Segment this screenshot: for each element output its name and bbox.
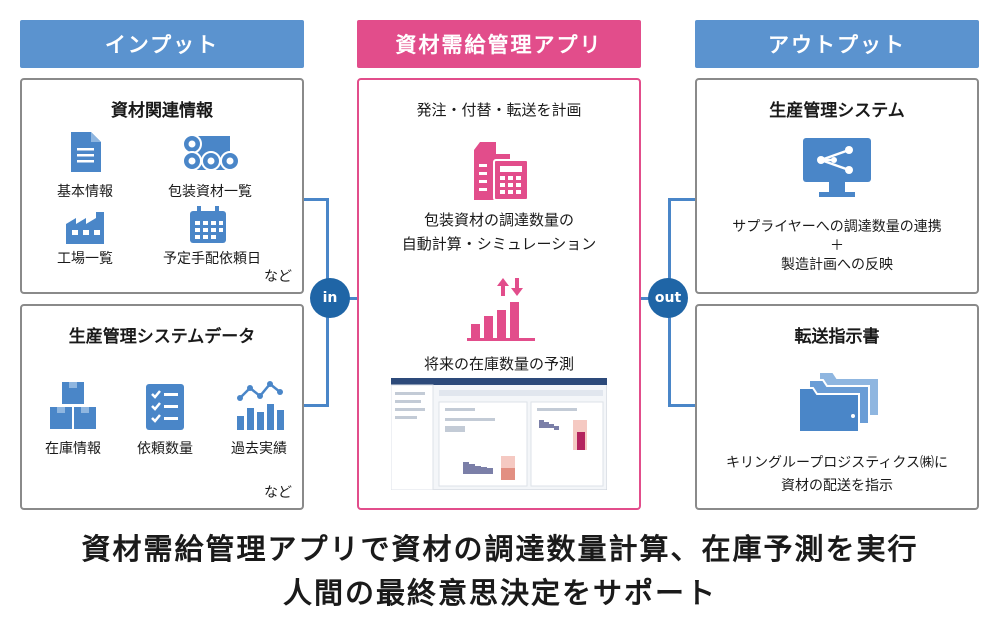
production-data-title: 生産管理システムデータ [68,327,256,347]
checklist-icon [146,384,184,430]
item-inventory: 在庫情報 [45,441,101,457]
etc-label: など [264,269,292,285]
item-basic-info: 基本情報 [57,184,113,200]
manufacturing-plan-text: 製造計画への反映 [781,257,893,273]
input-header: インプット [20,20,304,68]
out-badge: out [648,278,688,318]
folders-icon [799,372,879,433]
item-request-qty: 依頼数量 [137,441,193,457]
etc-label: など [264,485,292,501]
out-label: out [654,290,682,306]
transfer-instruction-title: 転送指示書 [794,327,880,347]
item-past-results: 過去実績 [231,441,287,457]
footer-line-1: 資材需給管理アプリで資材の調達数量計算、在庫予測を実行 [81,532,919,566]
calculator-building-icon [474,142,528,200]
app-header-label: 資材需給管理アプリ [395,33,603,57]
plus-sign: ＋ [830,238,844,254]
delivery-text: 資材の配送を指示 [781,478,893,494]
auto-calc-text-2: 自動計算・シミュレーション [401,235,597,253]
transfer-instruction-box: 転送指示書 キリングループロジスティクス㈱に 資材の配送を指示 [695,304,979,510]
material-info-box: 資材関連情報 基本情報 包装資材一覧 工場一覧 [20,78,304,294]
calendar-icon [190,206,226,243]
app-screenshot-image [391,378,607,490]
item-scheduled-date: 予定手配依頼日 [163,251,261,267]
item-factory-list: 工場一覧 [57,251,113,267]
in-label: in [322,290,338,306]
material-info-title: 資材関連情報 [111,101,213,121]
factory-icon [66,212,104,244]
item-packaging-list: 包装資材一覧 [168,184,252,200]
production-system-box: 生産管理システム サプライヤーへの調達数量の連携 ＋ 製造計画への反映 [695,78,979,294]
connector-line [304,198,328,201]
input-header-label: インプット [104,33,220,57]
rolls-icon [182,134,240,171]
forecast-text: 将来の在庫数量の予測 [423,355,574,373]
inventory-boxes-icon [50,382,96,429]
in-badge: in [310,278,350,318]
output-header: アウトプット [695,20,979,68]
logistics-text: キリングループロジスティクス㈱に [726,455,948,471]
results-chart-icon [237,381,284,430]
plan-text: 発注・付替・転送を計画 [416,101,582,119]
auto-calc-text-1: 包装資材の調達数量の [423,211,574,229]
monitor-share-icon [803,138,871,197]
connector-line [304,404,328,407]
production-data-box: 生産管理システムデータ 在庫情報 依頼数量 過去実績 など [20,304,304,510]
connector-line [671,198,695,201]
output-header-label: アウトプット [768,33,906,57]
production-system-title: 生産管理システム [769,101,905,121]
app-header: 資材需給管理アプリ [357,20,641,68]
document-icon [71,132,101,172]
footer-line-2: 人間の最終意思決定をサポート [282,576,717,610]
supplier-link-text: サプライヤーへの調達数量の連携 [732,219,942,235]
connector-line [671,404,695,407]
app-center-box: 発注・付替・転送を計画 包装資材の調達数量の 自動計算・シミュレーション 将来の… [357,78,641,510]
forecast-bars-icon [467,278,535,341]
